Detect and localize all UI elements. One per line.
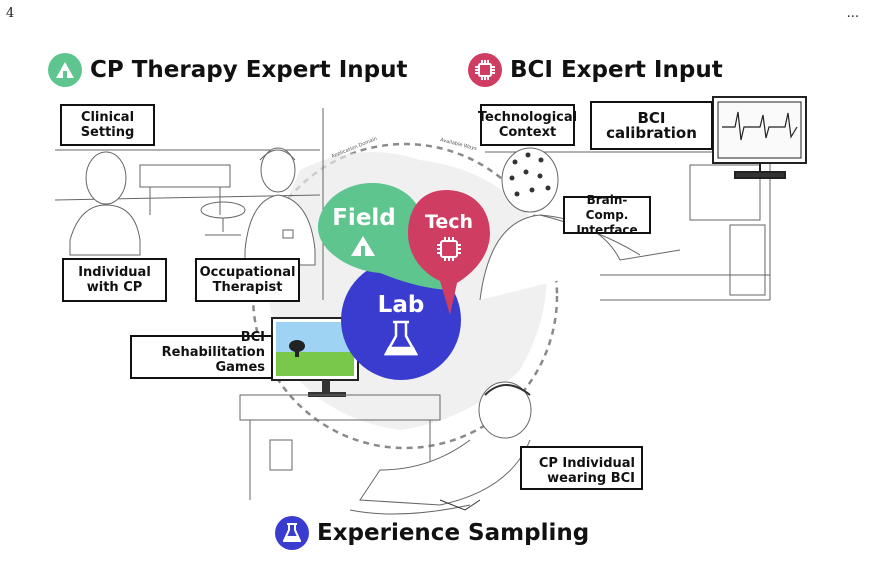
page-ellipsis: ... xyxy=(846,6,859,21)
label-line: BCI Rehabilitation xyxy=(161,330,265,360)
label-line: BCI calibration xyxy=(606,108,697,142)
label-individual-cp: Individual with CP xyxy=(62,258,167,302)
chip-icon xyxy=(437,237,461,261)
clinical-scene-sketch xyxy=(54,108,324,300)
label-line: wearing BCI xyxy=(547,471,635,486)
label-bci-rehab-games: BCI Rehabilitation Games xyxy=(130,330,273,379)
flask-icon xyxy=(275,516,309,550)
label-line: Technological xyxy=(477,110,578,125)
label-clinical-setting: Clinical Setting xyxy=(60,104,155,146)
heading-bci-expert: BCI Expert Input xyxy=(468,53,723,87)
flask-icon xyxy=(383,320,419,356)
lab-bubble-label: Lab xyxy=(378,292,425,318)
label-line: Individual xyxy=(78,265,151,280)
label-line: Setting xyxy=(80,125,135,140)
field-bubble-label: Field xyxy=(332,205,396,231)
label-cp-individual-bci: CP Individual wearing BCI xyxy=(520,446,643,490)
label-line: with CP xyxy=(86,280,143,295)
tent-icon xyxy=(48,53,82,87)
tech-bubble xyxy=(408,190,490,315)
label-line: Games xyxy=(215,360,265,375)
lab-bubble xyxy=(341,260,461,380)
bottom-scene-sketch xyxy=(239,381,532,515)
label-line: Interface xyxy=(576,222,638,237)
label-line: Clinical xyxy=(80,110,135,125)
label-line: Occupational xyxy=(199,265,296,280)
tech-bubble-label: Tech xyxy=(425,211,473,233)
label-line: CP Individual xyxy=(538,456,635,471)
heading-experience-sampling: Experience Sampling xyxy=(275,516,589,550)
label-brain-comp-interface: Brain-Comp. Interface xyxy=(563,192,651,237)
label-line: Context xyxy=(498,125,557,140)
label-occupational-therapist: Occupational Therapist xyxy=(195,258,300,302)
label-technological-context: Technological Context xyxy=(477,104,578,146)
heading-cp-therapy: CP Therapy Expert Input xyxy=(48,53,407,87)
label-bci-calibration: BCI calibration xyxy=(590,101,713,150)
calibration-monitor xyxy=(712,96,807,179)
lab-scene-sketch xyxy=(479,147,771,301)
page-number: 4 xyxy=(6,6,15,21)
chip-icon xyxy=(468,53,502,87)
label-line: Therapist xyxy=(212,280,283,295)
label-line: Brain-Comp. xyxy=(585,192,629,222)
heading-cp-therapy-text: CP Therapy Expert Input xyxy=(90,57,408,83)
tent-icon xyxy=(351,236,375,256)
heading-experience-text: Experience Sampling xyxy=(317,520,590,546)
heading-bci-expert-text: BCI Expert Input xyxy=(510,57,723,83)
